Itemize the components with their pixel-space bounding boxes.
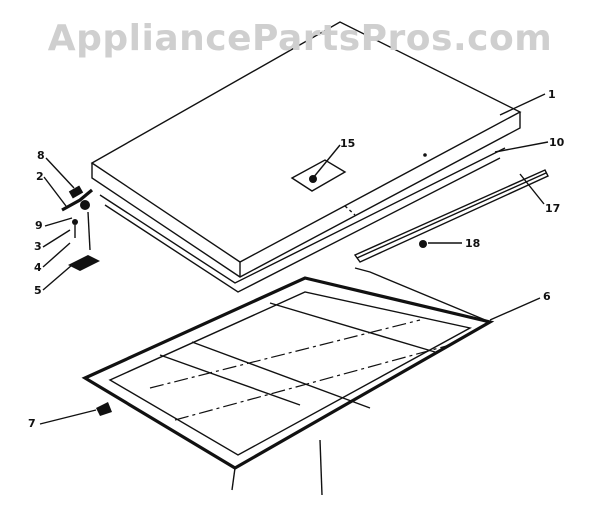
lid-assembly	[90, 21, 522, 293]
label-part-5: 5	[34, 284, 42, 297]
label-part-2: 2	[36, 170, 44, 183]
label-part-15: 15	[340, 137, 355, 150]
label-part-18: 18	[465, 237, 480, 250]
label-part-8: 8	[37, 149, 45, 162]
gasket-strip	[353, 169, 549, 263]
label-part-10: 10	[549, 136, 565, 149]
label-part-7: 7	[28, 417, 36, 430]
leader-lines	[39, 93, 549, 425]
part-labels: 1 10 15 8 2 9 3 4 5 17 18 6 7	[28, 88, 565, 430]
label-part-6: 6	[543, 290, 551, 303]
label-part-3: 3	[34, 240, 42, 253]
frame-liner	[81, 267, 495, 496]
label-part-4: 4	[34, 261, 42, 274]
label-part-9: 9	[35, 219, 43, 232]
label-part-17: 17	[545, 202, 560, 215]
hinge-hardware	[61, 185, 100, 271]
label-part-1: 1	[548, 88, 556, 101]
